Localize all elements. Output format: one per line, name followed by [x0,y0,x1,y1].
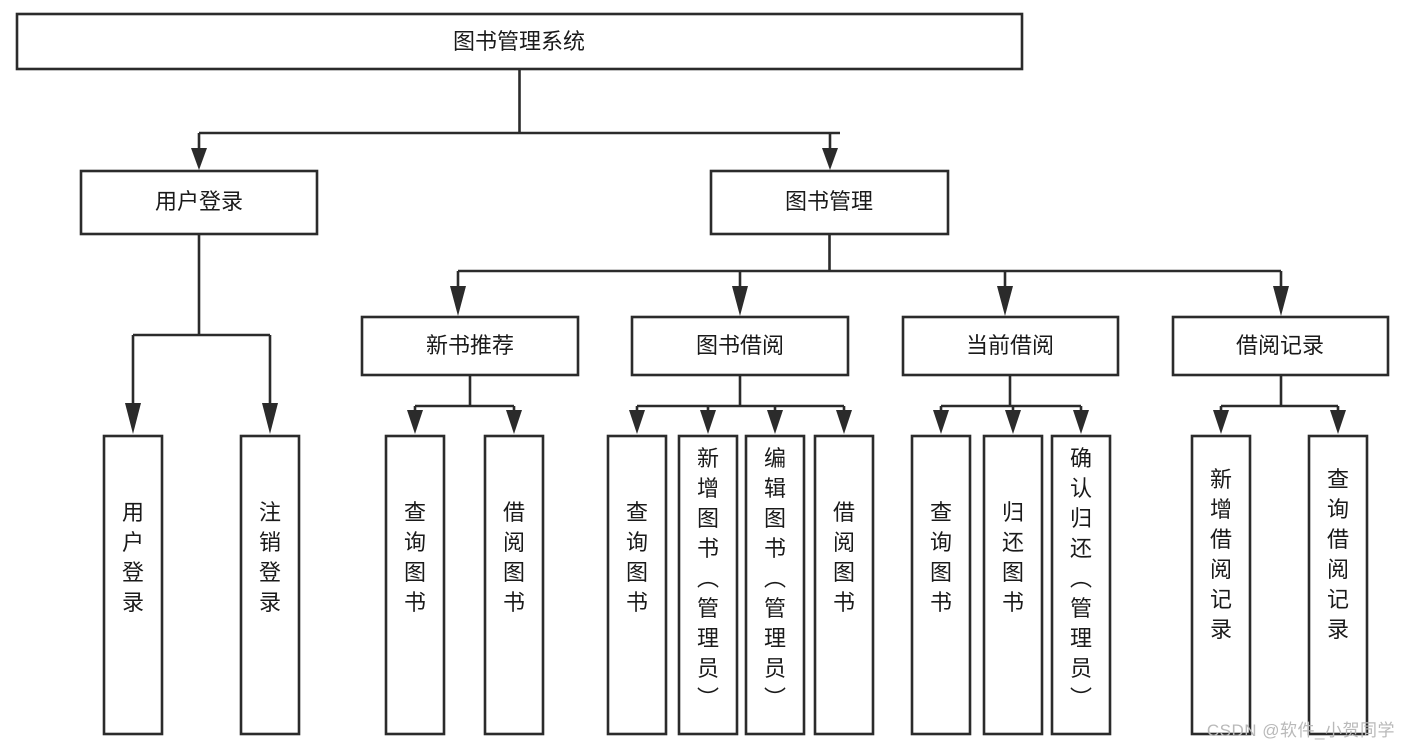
arrow-head-leaf-add-record [1213,410,1229,434]
node-leaf-confirm-return[interactable]: 确认归还︵管理员︶ [1050,434,1112,736]
arrow-head-current-borrow [997,286,1013,316]
arrow-head-leaf-edit-book [767,410,783,434]
leaf-logout-login-label: 注销登录 [259,500,281,615]
node-leaf-edit-book[interactable]: 编辑图书︵管理员︶ [744,434,806,736]
arrow-head-leaf-query-record [1330,410,1346,434]
leaf-confirm-return-label: 确认归还︵管理员︶ [1070,446,1092,711]
leaf-add-book-box[interactable] [677,434,739,736]
leaf-logout-login-box[interactable] [239,434,301,736]
leaf-borrow-book-1-box[interactable] [483,434,545,736]
leaf-query-book-3-box[interactable] [910,434,972,736]
node-leaf-query-book-2[interactable]: 查询图书 [606,434,668,736]
current-borrow-label: 当前借阅 [966,333,1054,358]
arrow-head-new-book-recommend [450,286,466,316]
node-leaf-query-book-1[interactable]: 查询图书 [384,434,446,736]
arrow-head-leaf-return-book [1005,410,1021,434]
arrow-head-borrow-record [1273,286,1289,316]
borrow-record-box[interactable] [1171,315,1390,377]
leaf-edit-book-label: 编辑图书︵管理员︶ [764,446,786,711]
arrow-head-user-login [191,148,207,170]
leaf-add-record-label: 新增借阅记录 [1210,467,1232,642]
book-borrow-label: 图书借阅 [696,333,784,358]
leaf-confirm-return-box[interactable] [1050,434,1112,736]
current-borrow-box[interactable] [901,315,1120,377]
leaf-borrow-book-2-box[interactable] [813,434,875,736]
leaf-user-login-label: 用户登录 [122,500,144,615]
leaf-edit-book-box[interactable] [744,434,806,736]
leaf-query-book-2-label: 查询图书 [626,500,648,615]
arrow-head-leaf-borrow-book-1 [506,410,522,434]
leaf-query-record-box[interactable] [1307,434,1369,736]
node-current-borrow[interactable]: 当前借阅 [901,315,1120,377]
node-root[interactable]: 图书管理系统 [15,12,1024,71]
book-manage-box[interactable] [709,169,950,236]
leaf-query-record-label: 查询借阅记录 [1327,467,1349,642]
book-manage-label: 图书管理 [785,189,873,214]
arrow-head-leaf-user-login [125,403,141,434]
node-leaf-query-record[interactable]: 查询借阅记录 [1307,434,1369,736]
root-label: 图书管理系统 [453,29,585,54]
arrow-head-leaf-confirm-return [1073,410,1089,434]
csdn-watermark: CSDN @软件_小贺同学 [1206,721,1395,740]
user-login-label: 用户登录 [155,189,243,214]
connector-layer [125,69,1346,434]
node-user-login[interactable]: 用户登录 [79,169,319,236]
arrow-head-book-borrow [732,286,748,316]
new-book-recommend-box[interactable] [360,315,580,377]
leaf-user-login-box[interactable] [102,434,164,736]
node-leaf-return-book[interactable]: 归还图书 [982,434,1044,736]
leaf-query-book-2-box[interactable] [606,434,668,736]
user-login-box[interactable] [79,169,319,236]
node-book-manage[interactable]: 图书管理 [709,169,950,236]
node-layer: 图书管理系统 用户登录 图书管理 新书推荐 图书借阅 [15,12,1390,736]
node-leaf-user-login[interactable]: 用户登录 [102,434,164,736]
leaf-borrow-book-2-label: 借阅图书 [833,500,855,615]
borrow-record-label: 借阅记录 [1236,333,1324,358]
arrow-head-leaf-query-book-2 [629,410,645,434]
arrow-head-leaf-add-book [700,410,716,434]
node-leaf-borrow-book-1[interactable]: 借阅图书 [483,434,545,736]
node-borrow-record[interactable]: 借阅记录 [1171,315,1390,377]
leaf-query-book-1-label: 查询图书 [404,500,426,615]
book-borrow-box[interactable] [630,315,850,377]
node-leaf-add-book[interactable]: 新增图书︵管理员︶ [677,434,739,736]
node-leaf-borrow-book-2[interactable]: 借阅图书 [813,434,875,736]
leaf-query-book-3-label: 查询图书 [930,500,952,615]
leaf-add-book-label: 新增图书︵管理员︶ [697,446,719,711]
arrow-head-leaf-query-book-3 [933,410,949,434]
leaf-return-book-label: 归还图书 [1002,500,1024,615]
new-book-recommend-label: 新书推荐 [426,333,514,358]
node-new-book-recommend[interactable]: 新书推荐 [360,315,580,377]
node-leaf-add-record[interactable]: 新增借阅记录 [1190,434,1252,736]
arrow-head-leaf-query-book-1 [407,410,423,434]
arrow-head-leaf-logout-login [262,403,278,434]
leaf-return-book-box[interactable] [982,434,1044,736]
root-box[interactable] [15,12,1024,71]
node-leaf-query-book-3[interactable]: 查询图书 [910,434,972,736]
node-book-borrow[interactable]: 图书借阅 [630,315,850,377]
arrow-head-leaf-borrow-book-2 [836,410,852,434]
node-leaf-logout-login[interactable]: 注销登录 [239,434,301,736]
arrow-head-book-manage [822,148,838,170]
leaf-add-record-box[interactable] [1190,434,1252,736]
leaf-query-book-1-box[interactable] [384,434,446,736]
leaf-borrow-book-1-label: 借阅图书 [503,500,525,615]
